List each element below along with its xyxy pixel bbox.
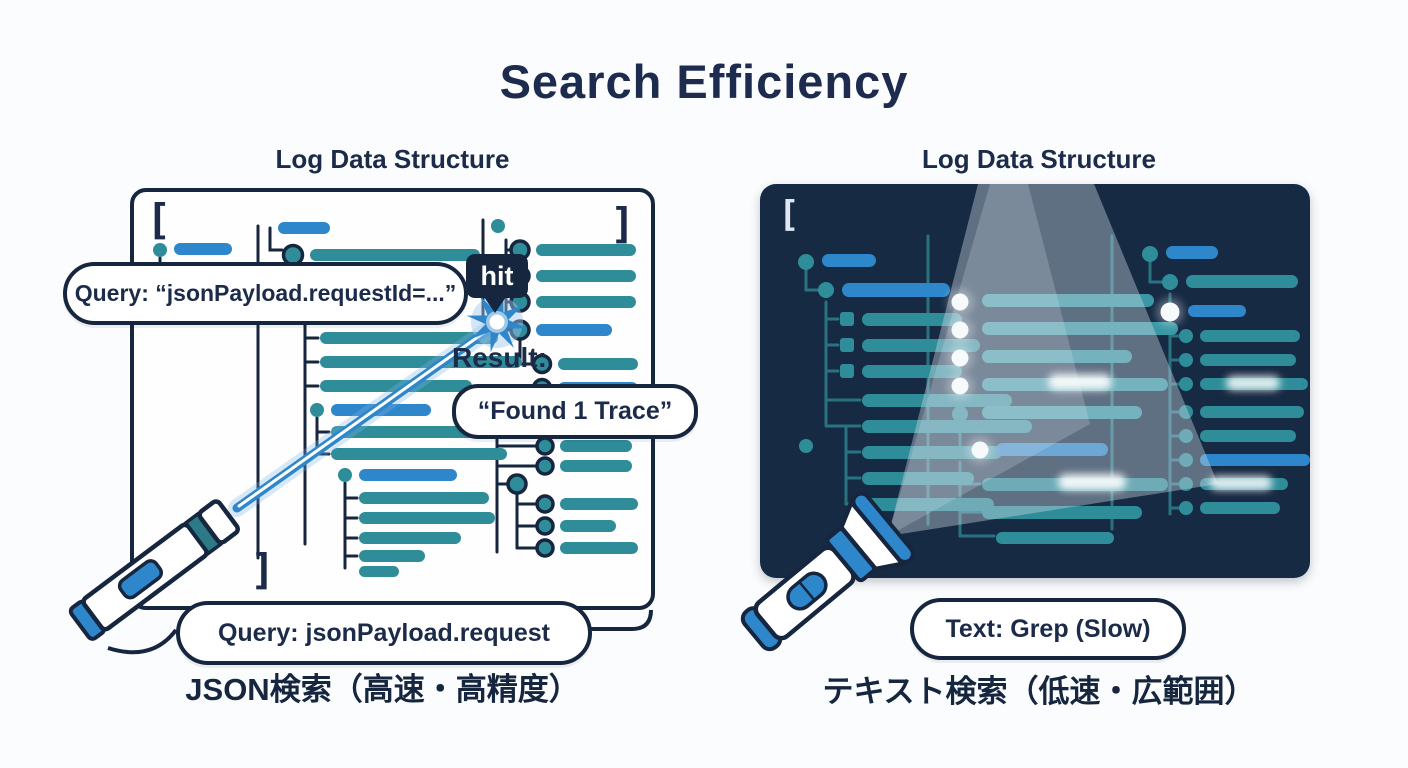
left-log-structure-graphic: [ ] ] (146, 195, 638, 594)
result-label: Result: (452, 342, 547, 373)
page-title: Search Efficiency (499, 55, 909, 108)
right-log-panel: [ (760, 184, 1310, 578)
caption-text-search: テキスト検索（低速・広範囲） (822, 674, 1256, 709)
left-panel-header: Log Data Structure (275, 144, 510, 174)
query-bubble-top: Query: “jsonPayload.requestId=...” (63, 262, 468, 325)
tree-node-dot (153, 243, 167, 257)
right-log-structure-graphic: [ (778, 184, 1310, 544)
json-open-bracket: [ (146, 195, 171, 244)
caption-json-search: JSON検索（高速・高精度） (185, 672, 580, 707)
json-close-bracket-top: ] (610, 199, 635, 248)
result-bubble: “Found 1 Trace” (452, 384, 698, 439)
json-open-bracket-dark: [ (778, 194, 800, 235)
grep-label-bubble: Text: Grep (Slow) (910, 598, 1186, 660)
right-panel-header: Log Data Structure (921, 144, 1157, 174)
query-bubble-bottom: Query: jsonPayload.request (176, 601, 592, 665)
grep-match-glows (947, 289, 1280, 490)
hit-badge: hit (466, 254, 528, 313)
json-close-bracket-bottom: ] (250, 545, 275, 594)
